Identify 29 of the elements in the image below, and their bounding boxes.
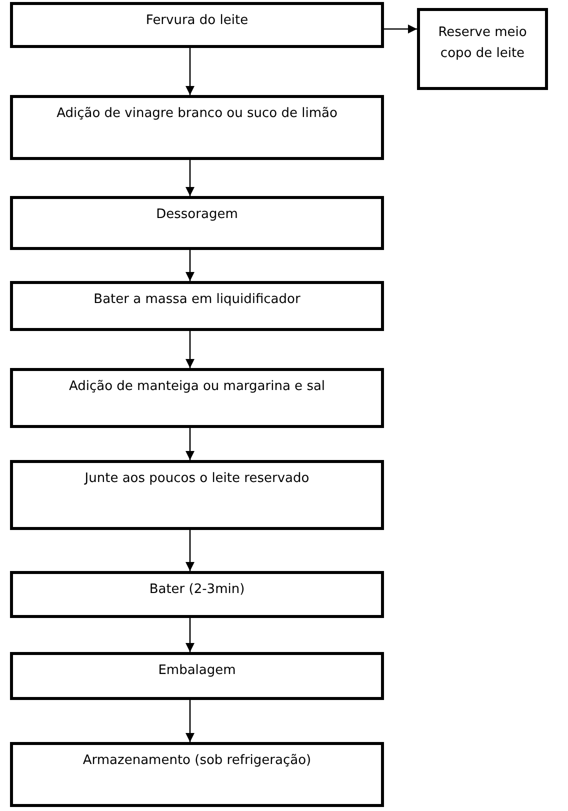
step-label: Armazenamento (sob refrigeração) [82,752,312,770]
step-label: Dessoragem [155,206,239,224]
arrow [186,160,194,196]
step-label: Junte aos poucos o leite reservado [83,470,310,488]
process-box [10,571,384,618]
arrow [384,24,417,34]
step-label: Adição de manteiga ou margarina e sal [68,378,326,396]
arrow [186,530,194,571]
step-label: Embalagem [157,662,237,680]
process-box [10,95,384,160]
process-box [10,196,384,250]
process-box [10,368,384,428]
step-label: Adição de vinagre branco ou suco de limão [56,105,338,123]
process-box [10,742,384,807]
arrow [186,700,194,742]
step-label: Bater (2-3min) [148,581,246,599]
arrow [186,618,194,652]
process-box [10,281,384,331]
step-label: Fervura do leite [144,12,250,30]
process-box [10,652,384,700]
arrow [186,250,194,281]
arrow [186,428,194,460]
step-label: Reserve meio copo de leite [437,24,528,63]
arrow [186,48,194,95]
arrow [186,331,194,368]
step-label: Bater a massa em liquidificador [92,291,302,309]
process-box [10,2,384,48]
process-box [10,460,384,530]
process-box [417,8,548,90]
